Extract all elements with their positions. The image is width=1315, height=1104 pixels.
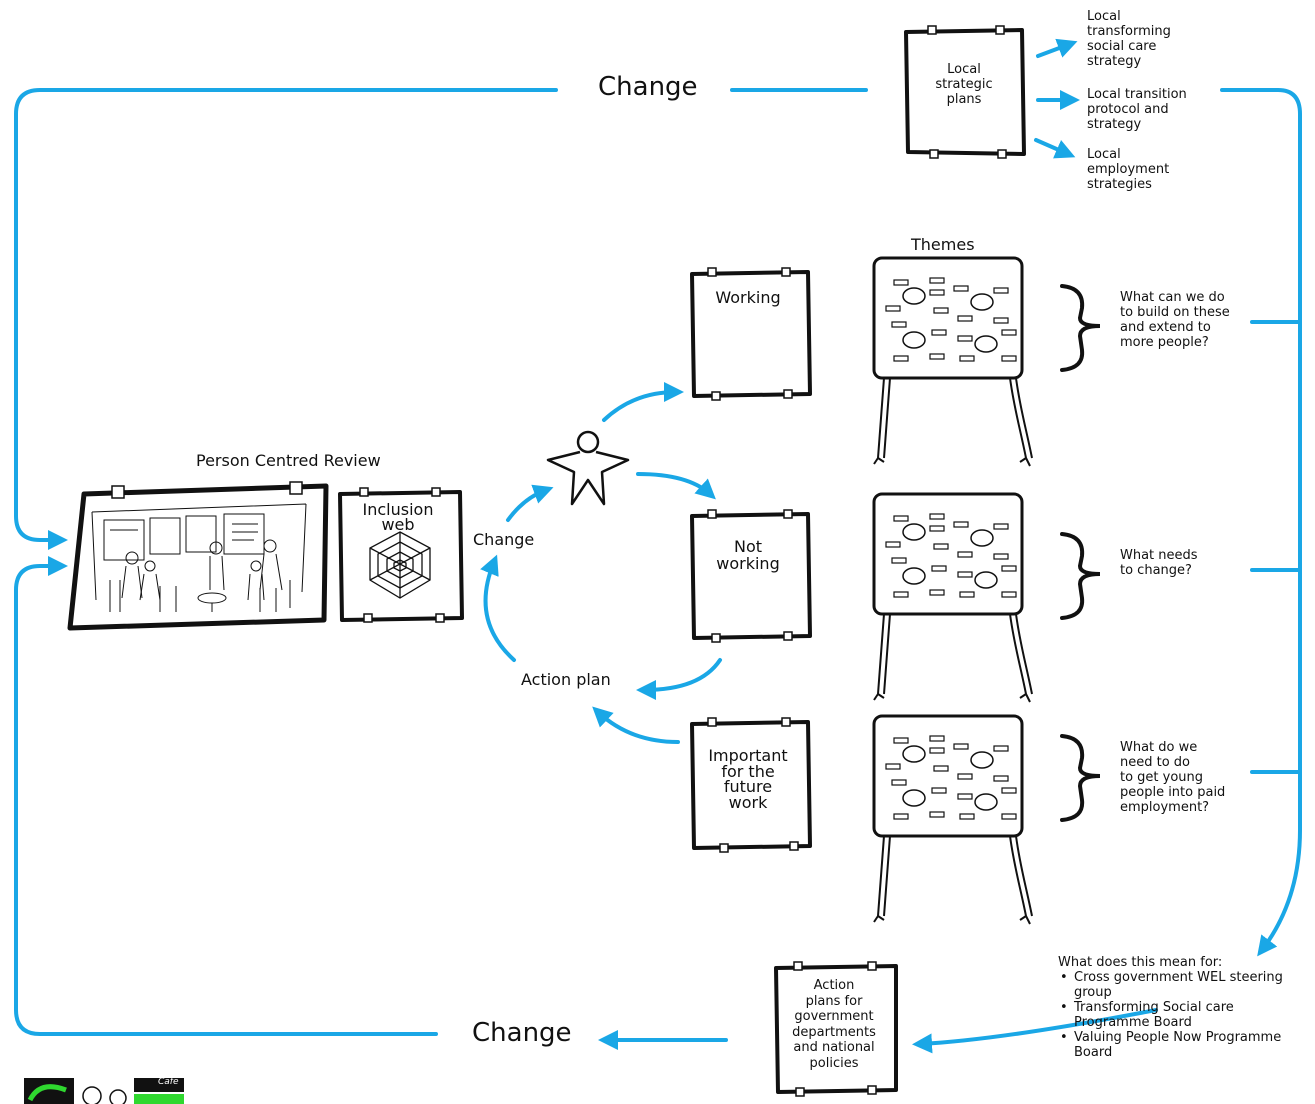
- inclusion-web-icon: [369, 531, 431, 599]
- local-strategic-plans-box: [904, 28, 1026, 156]
- local-output-transition: Local transition protocol and strategy: [1087, 87, 1187, 132]
- person-figure-icon: [546, 430, 630, 506]
- not-working-box: [690, 512, 812, 640]
- arrow-to-local-output-1: [1036, 38, 1078, 58]
- arrow-person-to-working: [602, 382, 684, 422]
- local-output-employment: Local employment strategies: [1087, 147, 1170, 192]
- meaning-heading: What does this mean for:: [1058, 955, 1223, 970]
- bottom-loop-line: [14, 556, 438, 1036]
- action-plans-box: [774, 964, 898, 1094]
- not-working-label: Not working: [716, 537, 780, 573]
- brace-2: [1060, 532, 1101, 620]
- working-label: Working: [715, 288, 781, 307]
- themes-board-important: [872, 714, 1034, 926]
- arrow-change-to-person: [506, 484, 554, 522]
- important-label: Important for the future work: [708, 746, 788, 812]
- themes-title: Themes: [911, 235, 975, 254]
- inclusion-web-box: [338, 490, 464, 622]
- top-loop-left-line: [14, 88, 558, 550]
- person-centred-review-title: Person Centred Review: [196, 451, 381, 470]
- inclusion-web-label: Inclusion web: [362, 500, 434, 534]
- local-output-social-care: Local transforming social care strategy: [1087, 9, 1171, 69]
- arrow-action-plan-to-change: [480, 554, 516, 662]
- arrow-to-local-output-3: [1034, 138, 1076, 159]
- question-paid-employment: What do we need to do to get young peopl…: [1120, 740, 1226, 815]
- brace-3: [1060, 734, 1101, 822]
- themes-board-not-working: [872, 492, 1034, 704]
- change-label-top: Change: [598, 72, 698, 102]
- themes-board-working: [872, 256, 1034, 468]
- logo-image: [22, 1078, 184, 1104]
- person-centred-review-picture: [67, 481, 329, 631]
- arrow-not-working-to-action-plan: [636, 658, 722, 700]
- logo-text: Cafe: [158, 1077, 179, 1087]
- important-box: [690, 720, 812, 850]
- brace-1: [1060, 284, 1101, 372]
- change-label-cycle: Change: [473, 530, 535, 549]
- change-label-bottom: Change: [472, 1018, 572, 1048]
- arrow-person-to-not-working: [636, 472, 716, 500]
- local-strategic-plans-label: Local strategic plans: [935, 62, 993, 107]
- right-loop-line: [1220, 88, 1302, 957]
- arrow-important-to-action-plan: [592, 706, 680, 744]
- working-box: [690, 270, 812, 398]
- action-plans-label: Action plans for government departments …: [792, 978, 876, 1071]
- question-needs-change: What needs to change?: [1120, 548, 1198, 578]
- action-plan-label: Action plan: [521, 670, 611, 689]
- meaning-list: What does this mean for: Cross governmen…: [1058, 955, 1283, 1060]
- question-build-on: What can we do to build on these and ext…: [1120, 290, 1230, 350]
